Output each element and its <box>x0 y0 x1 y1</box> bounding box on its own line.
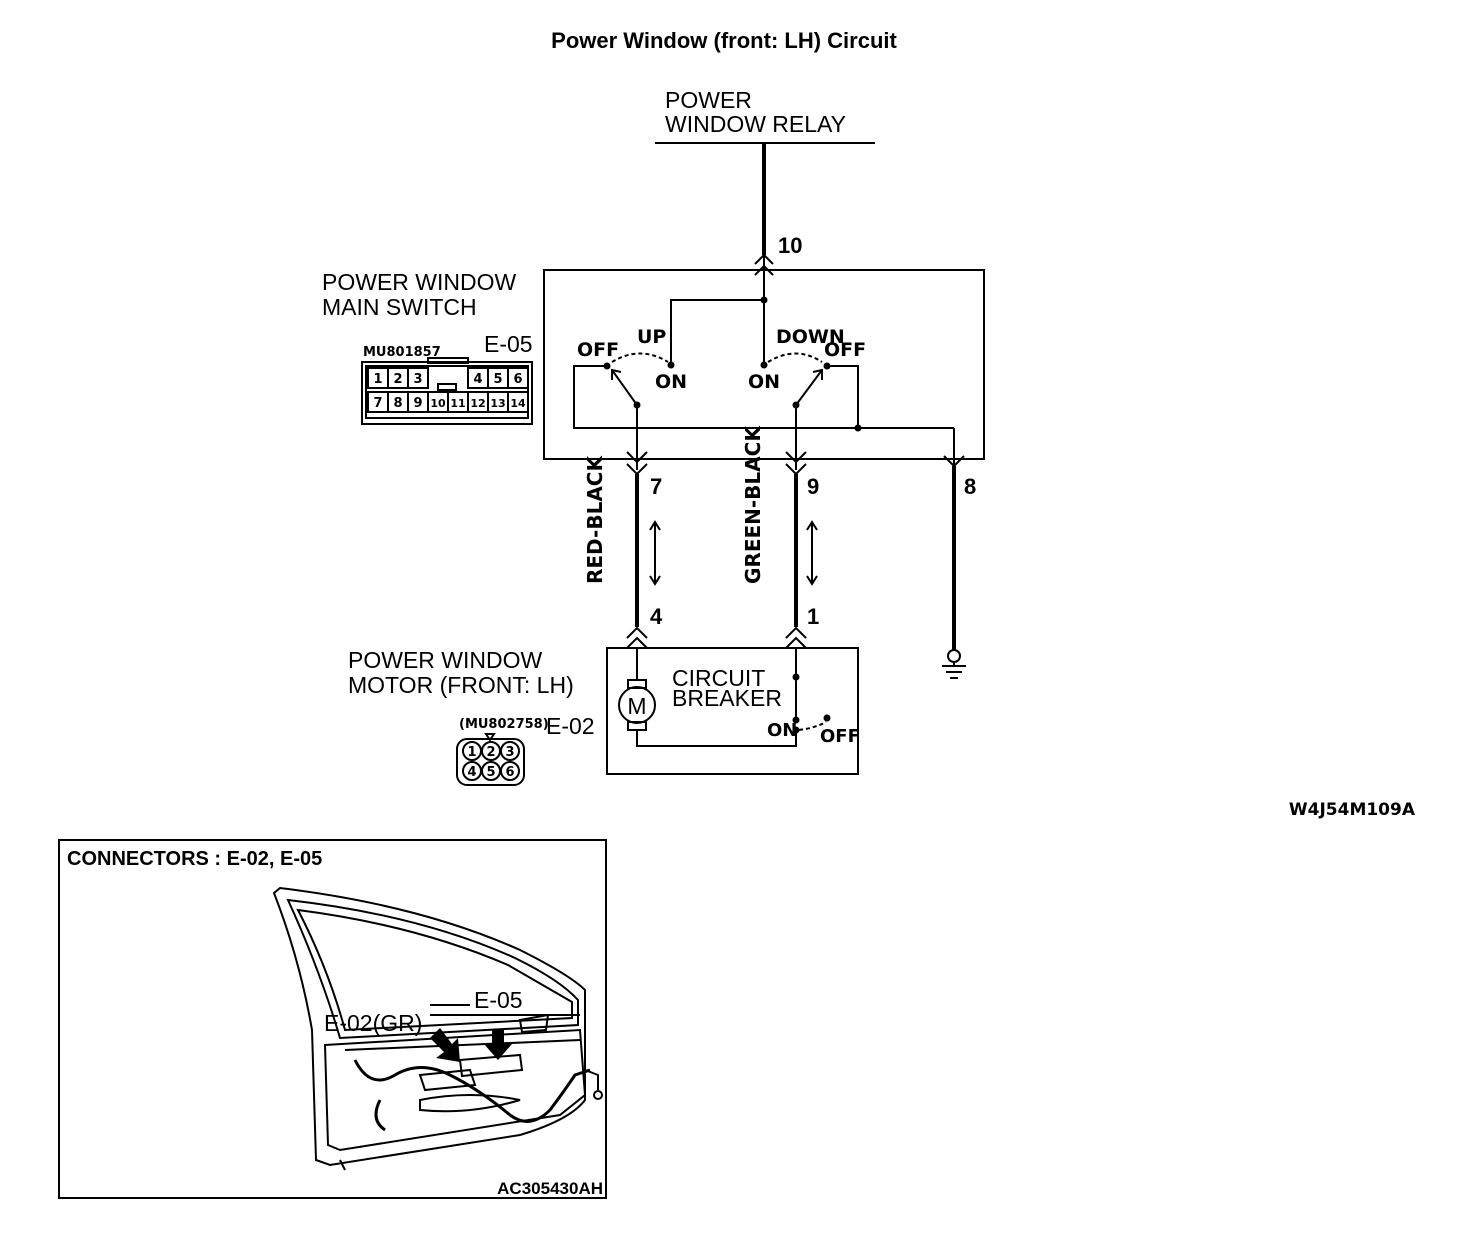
e02-connector-face <box>456 733 525 786</box>
switch-down-label: DOWN <box>776 326 845 348</box>
main-switch-internals <box>573 296 955 470</box>
connectors-panel <box>58 839 607 1199</box>
e05-pin: 2 <box>393 372 402 387</box>
e02-pin: 5 <box>486 765 495 780</box>
motor-box <box>606 647 859 775</box>
ground-icon <box>942 649 966 679</box>
switch-on-right-label: ON <box>748 371 780 393</box>
main-switch-box <box>543 269 985 460</box>
terminal-9-label: 9 <box>807 474 819 499</box>
wire-color-left: RED-BLACK <box>583 455 607 584</box>
e05-pin: 14 <box>510 397 526 410</box>
direction-arrow-right <box>806 520 818 586</box>
motor-connector-id: E-02 <box>546 713 595 739</box>
e02-pin: 3 <box>505 745 514 760</box>
breaker-on-label: ON <box>767 720 797 741</box>
terminal-7-label: 7 <box>650 474 662 499</box>
direction-arrow-left <box>649 520 661 586</box>
motor-name-line1: POWER WINDOW <box>348 647 542 673</box>
e05-callout-arrow-icon <box>484 1030 512 1060</box>
e05-pin: 5 <box>493 372 502 387</box>
door-illustration <box>272 886 603 1171</box>
e05-pin: 8 <box>393 396 402 411</box>
motor-symbol-label: M <box>627 693 646 719</box>
breaker-label-line2: BREAKER <box>672 685 782 711</box>
e02-pin-labels: 1 2 3 4 5 6 <box>467 745 514 780</box>
terminal-1-label: 1 <box>807 604 819 629</box>
switch-up-label: UP <box>637 326 666 348</box>
switch-on-left-label: ON <box>655 371 687 393</box>
e05-pin: 7 <box>373 396 382 411</box>
e05-pin: 10 <box>430 397 446 410</box>
e05-pin: 11 <box>450 397 465 410</box>
switch-off-right-label: OFF <box>824 339 866 361</box>
relay-label-line2: WINDOW RELAY <box>665 111 846 137</box>
e05-pin: 6 <box>513 372 522 387</box>
main-switch-name-line1: POWER WINDOW <box>322 269 516 295</box>
e05-pin: 3 <box>413 372 422 387</box>
e05-pin: 9 <box>413 396 422 411</box>
relay-label-line1: POWER <box>665 87 752 113</box>
switch-off-left-label: OFF <box>577 339 619 361</box>
main-switch-part-number: MU801857 <box>363 345 441 360</box>
breaker-off-label: OFF <box>820 726 860 747</box>
main-switch-name-line2: MAIN SWITCH <box>322 294 477 320</box>
motor-name-line2: MOTOR (FRONT: LH) <box>348 672 574 698</box>
diagram-code: W4J54M109A <box>1289 800 1416 820</box>
terminal-4-label: 4 <box>650 604 663 629</box>
e05-connector-face <box>361 357 533 425</box>
e02-pin: 6 <box>505 765 514 780</box>
figure-code: AC305430AH <box>497 1179 603 1198</box>
motor-terminal-chevrons <box>626 626 807 649</box>
motor-part-number: (MU802758) <box>459 717 549 732</box>
callout-e02: E-02(GR) <box>324 1010 422 1036</box>
e05-pin-labels: 1 2 3 4 5 6 7 8 9 10 11 12 13 14 <box>373 372 526 411</box>
breaker-label-line1: CIRCUIT <box>672 665 765 691</box>
main-switch-connector-id: E-05 <box>484 331 533 357</box>
e05-pin: 4 <box>473 372 482 387</box>
wire-color-right: GREEN-BLACK <box>741 425 765 584</box>
e05-pin: 12 <box>470 397 485 410</box>
callout-e05: E-05 <box>474 987 523 1013</box>
e05-pin: 1 <box>373 372 382 387</box>
motor-internals <box>618 648 831 747</box>
e02-callout-arrow-icon <box>430 1028 460 1062</box>
diagram-title: Power Window (front: LH) Circuit <box>551 28 897 53</box>
terminal-8-label: 8 <box>964 474 976 499</box>
e02-pin: 1 <box>467 745 476 760</box>
connectors-heading: CONNECTORS : E-02, E-05 <box>67 848 322 870</box>
e02-pin: 4 <box>467 765 476 780</box>
e05-pin: 13 <box>490 397 505 410</box>
e02-pin: 2 <box>486 745 495 760</box>
terminal-10-label: 10 <box>778 233 802 258</box>
